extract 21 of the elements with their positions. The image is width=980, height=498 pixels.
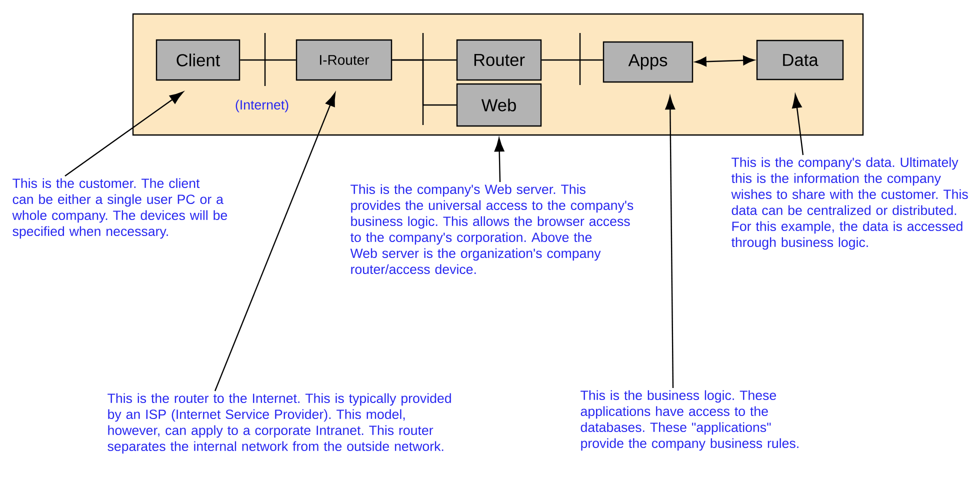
leader-arrow (494, 138, 504, 182)
device-box: I-Router (296, 39, 392, 81)
callout-text: This is the router to the Internet. This is typically provided by an ISP (Internet Service Provider). This model, however, can apply to a corporate Intranet. This router separates the internal network from the outside network. (108, 393, 451, 454)
network-label: (Internet) (236, 100, 288, 112)
callout-text: This is the company's Web server. This provides the universal access to the company's business logic. This allows the browser access to the company's corporation. Above the Web server is the organization's company router/access device. (350, 184, 634, 274)
device-box: Apps (602, 41, 694, 83)
connector-line (392, 59, 456, 106)
leader-arrow (64, 92, 184, 176)
callout-text: This is the customer. The client can be either a single user PC or a whole company. The devices will be specified when necessary. (12, 178, 228, 239)
leader-arrow (214, 92, 336, 392)
device-box: Data (756, 40, 844, 80)
callout-text: This is the business logic. These applications have access to the databases. These "applications" provide the company business rules. (580, 390, 798, 451)
leader-arrow (792, 94, 804, 156)
double-arrow (694, 56, 755, 66)
callout-text: This is the company's data. Ultimately this is the information the company wishes to share with the customer. This data can be centralized or distributed. For this example, the data is accessed through business logic. (731, 157, 968, 250)
connector-line (542, 59, 603, 61)
device-box: Router (456, 39, 542, 81)
device-box: Web (456, 83, 542, 127)
connector-line (240, 59, 296, 61)
leader-arrow (665, 96, 676, 388)
device-box: Client (156, 39, 240, 81)
